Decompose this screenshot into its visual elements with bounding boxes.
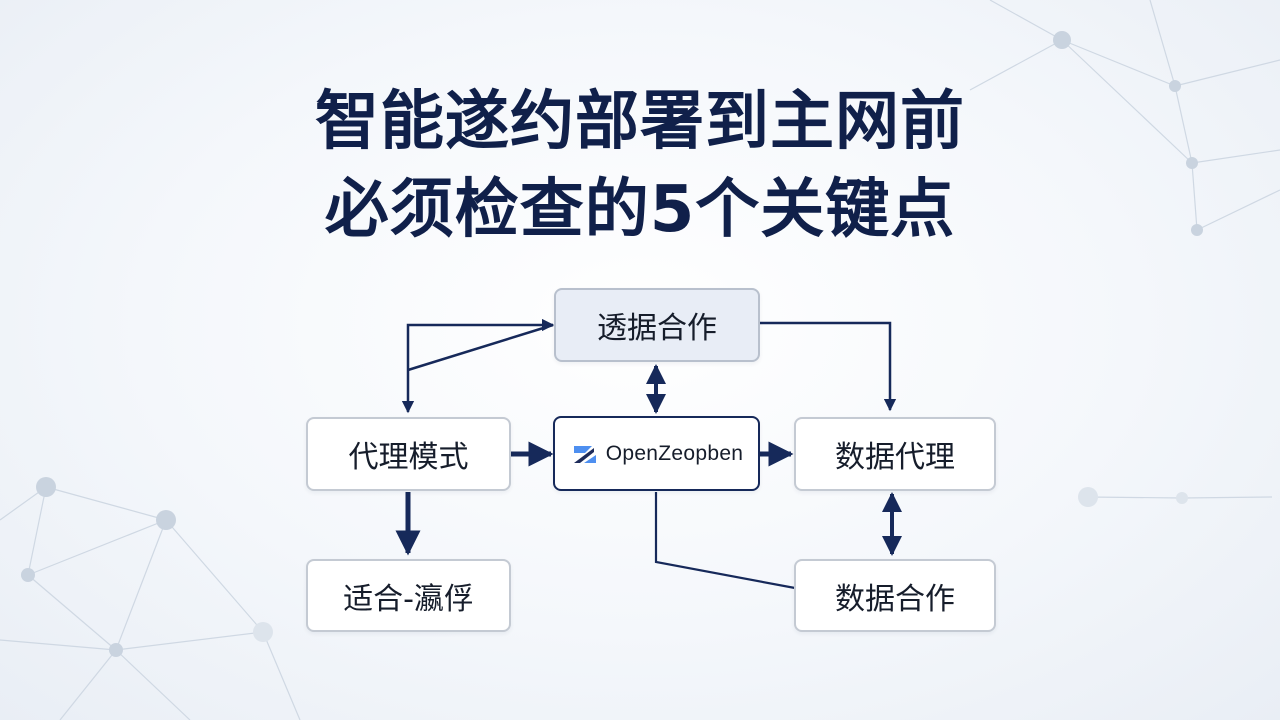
bg-line <box>1061 39 1176 87</box>
bg-line <box>27 574 117 651</box>
node-left: 代理模式 <box>306 417 511 491</box>
bg-node <box>253 622 273 642</box>
node-bottom-left: 适合-瀛俘 <box>306 559 511 632</box>
bg-line <box>27 519 167 576</box>
bg-line <box>115 519 167 651</box>
bg-line <box>0 639 117 651</box>
bg-node <box>1186 157 1198 169</box>
bg-line <box>115 649 191 720</box>
page-title-line-2: 必须检查的5个关键点 <box>324 173 956 247</box>
openzeppelin-logo-icon <box>570 439 600 469</box>
bg-line <box>1174 85 1193 164</box>
node-right: 数据代理 <box>794 417 996 491</box>
bg-line <box>165 519 264 633</box>
node-center-label: OpenZeopben <box>605 441 744 465</box>
bg-line <box>1087 496 1183 499</box>
page-title-line-1: 智能遂约部署到主网前 <box>315 85 965 159</box>
bg-line <box>1149 0 1176 87</box>
bg-line <box>1191 149 1280 164</box>
node-top: 透据合作 <box>554 288 760 362</box>
bg-line <box>1174 59 1280 87</box>
bg-node <box>1169 80 1181 92</box>
bg-node <box>1053 31 1071 49</box>
bg-node <box>36 477 56 497</box>
bg-node <box>1191 224 1203 236</box>
bg-node <box>156 510 176 530</box>
edge-left-to-top <box>401 318 555 414</box>
bg-line <box>262 631 301 720</box>
bg-line <box>1181 496 1273 499</box>
bg-line <box>27 486 47 576</box>
bg-node <box>1176 492 1188 504</box>
node-center: OpenZeopben <box>553 416 760 491</box>
bg-node <box>109 643 123 657</box>
bg-line <box>115 631 264 651</box>
bg-line <box>59 649 117 720</box>
bg-line <box>1191 162 1198 231</box>
bg-line <box>1061 39 1193 164</box>
bg-line <box>989 0 1063 41</box>
edge-center-to-bottom-right <box>654 492 796 590</box>
bg-node <box>21 568 35 582</box>
bg-node <box>1078 487 1098 507</box>
edge-top-to-right <box>760 321 897 412</box>
node-bottom-right: 数据合作 <box>794 559 996 632</box>
bg-line <box>969 39 1063 91</box>
bg-line <box>45 486 167 521</box>
bg-line <box>1196 189 1280 231</box>
edge-left-diagonal-to-top <box>407 323 554 372</box>
